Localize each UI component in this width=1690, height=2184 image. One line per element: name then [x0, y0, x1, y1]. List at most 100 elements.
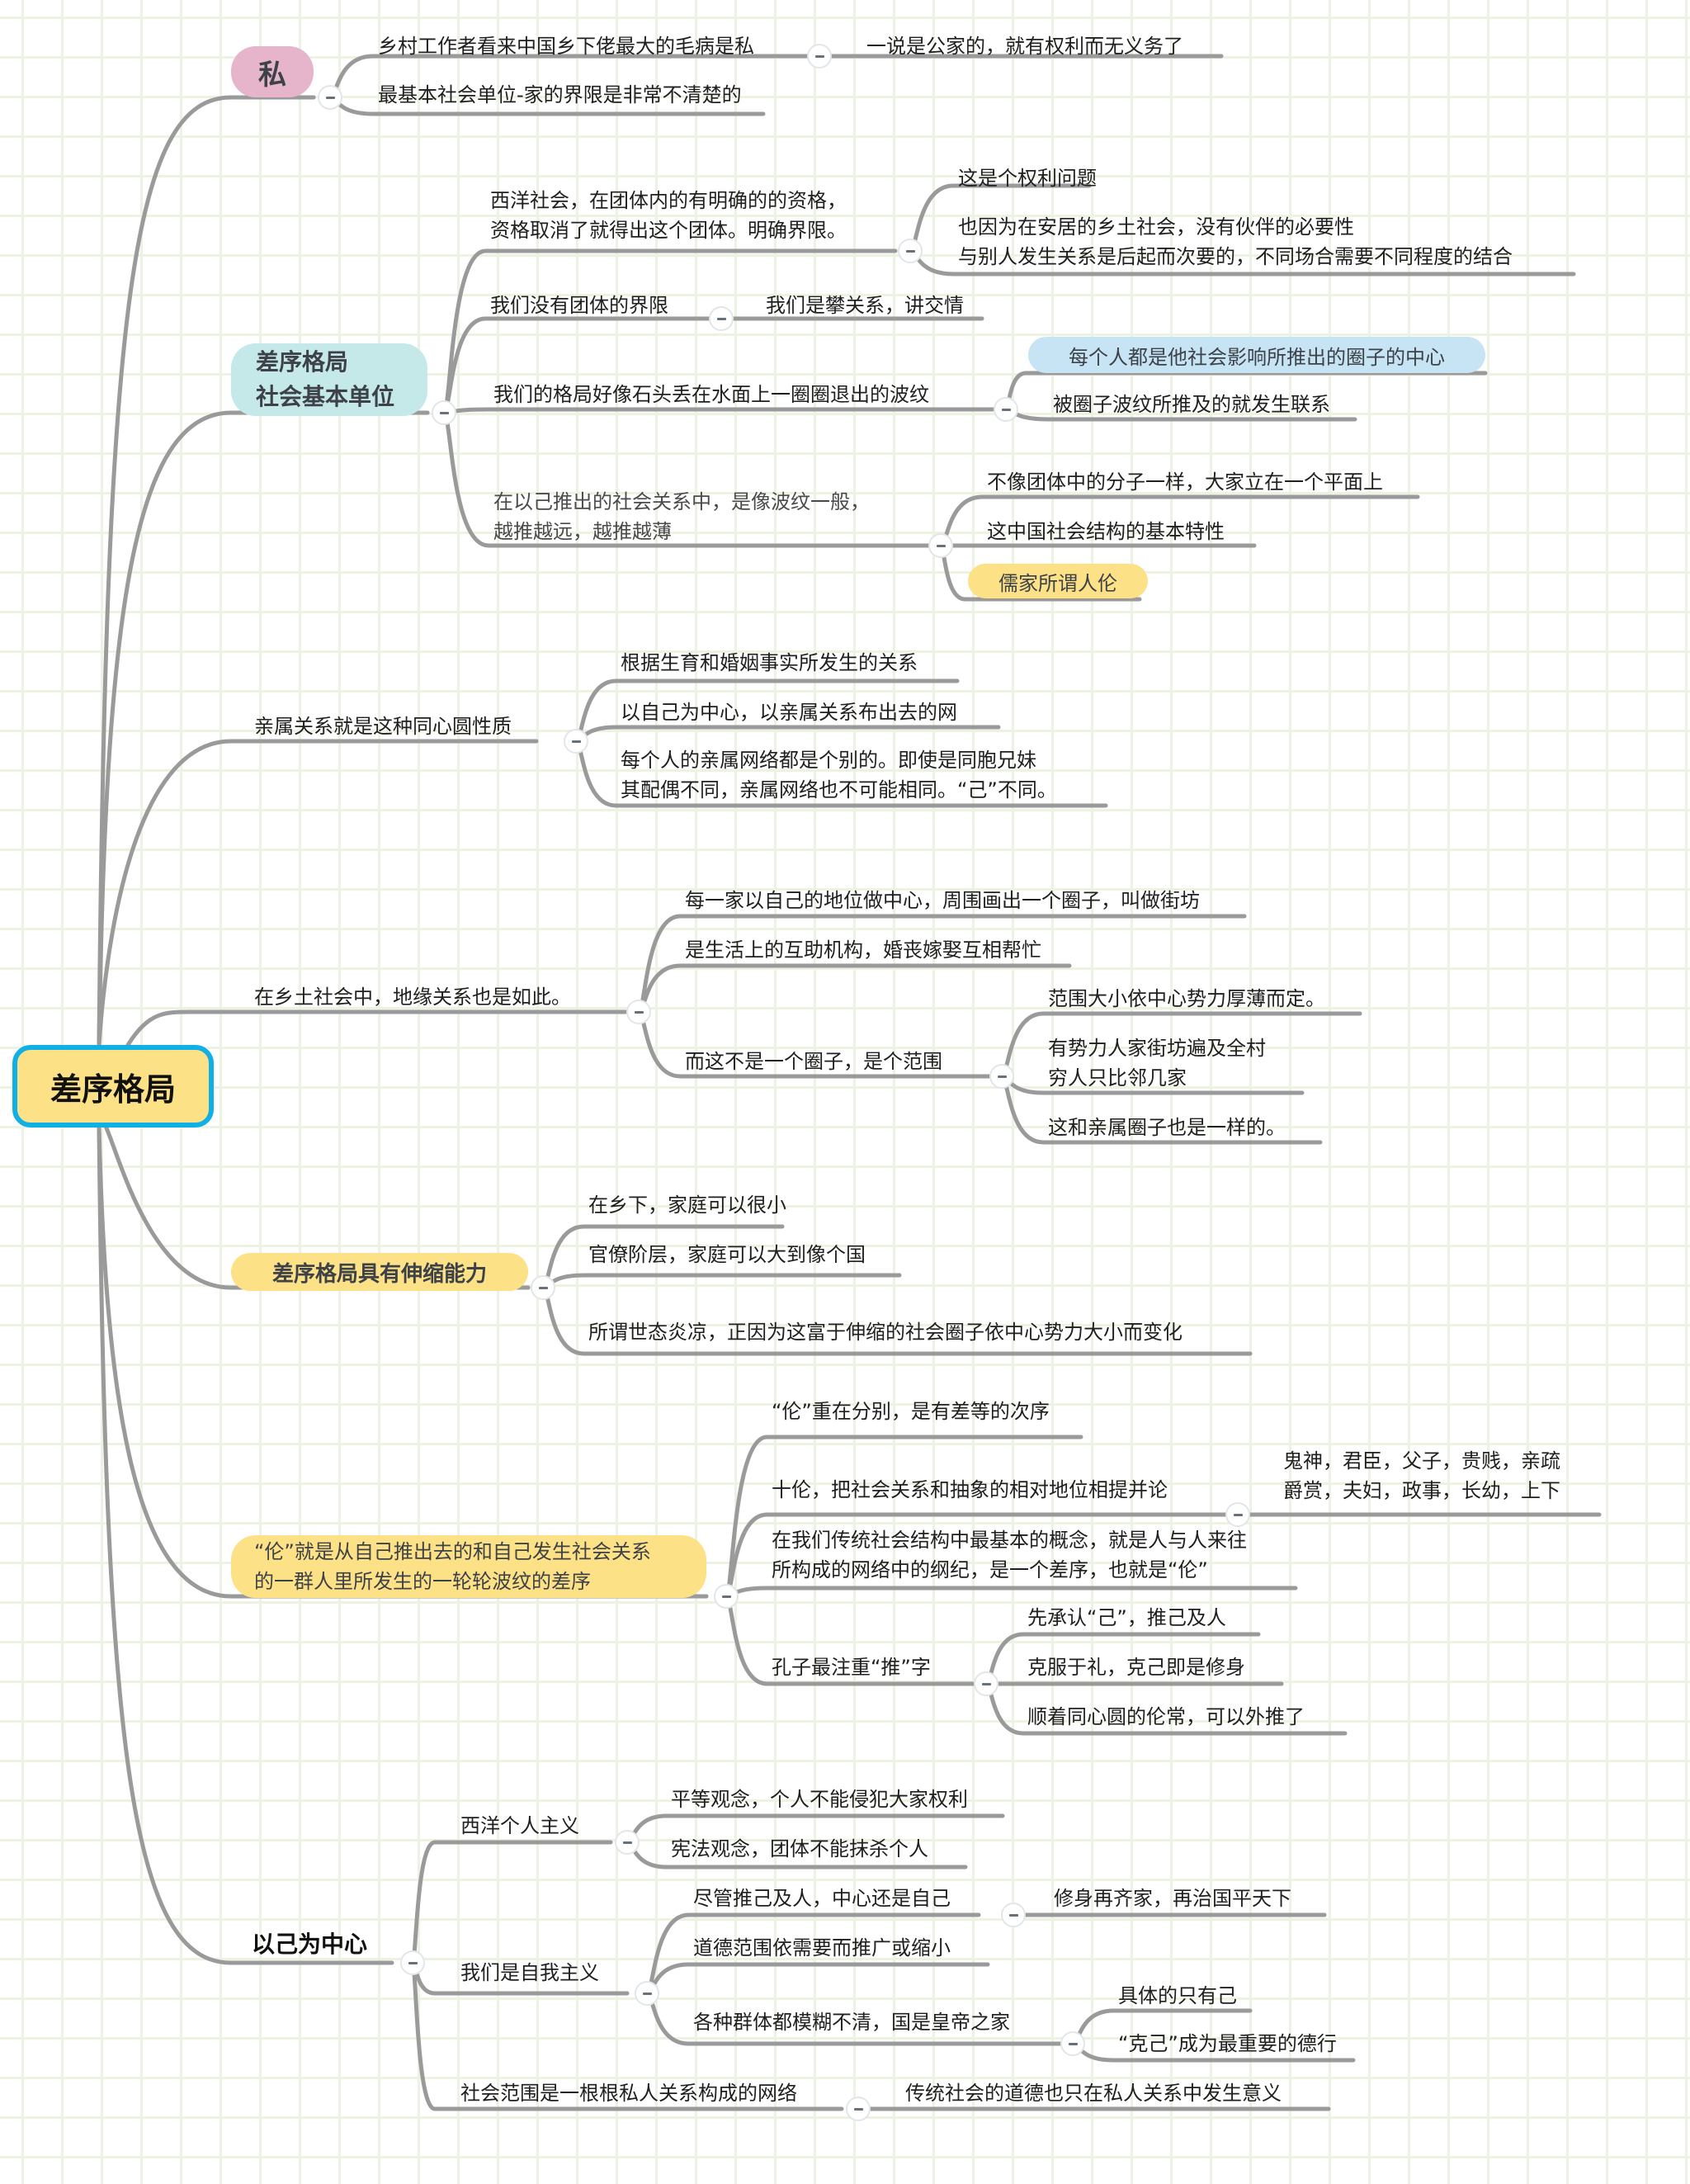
collapse-button-unit-item3[interactable]	[994, 397, 1018, 422]
collapse-button-unit[interactable]	[432, 400, 456, 425]
geo-item-3-child-1[interactable]: 范围大小依中心势力厚薄而定。	[1048, 987, 1325, 1010]
elastic-item-3[interactable]: 所谓世态炎凉，正因为这富于伸缩的社会圈子依中心势力大小而变化	[588, 1321, 1183, 1344]
self-item-1-child-1[interactable]: 平等观念，个人不能侵犯大家权利	[671, 1788, 968, 1811]
topic-self[interactable]: 以己为中心	[252, 1931, 368, 1958]
self-item2-link-2	[644, 1962, 990, 1996]
self-item-3-child[interactable]: 传统社会的道德也只在私人关系中发生意义	[905, 2082, 1282, 2105]
unit-item-2[interactable]: 我们没有团体的界限	[490, 294, 668, 317]
collapse-button-geo-item3[interactable]	[989, 1064, 1014, 1089]
trunk-link-self	[97, 1125, 394, 1965]
self-item-2-child-3[interactable]: 各种群体都模糊不清，国是皇帝之家	[693, 2011, 1010, 2034]
unit-item-4-child-3[interactable]: 儒家所谓人伦	[968, 564, 1148, 598]
unit-item-1-line1[interactable]: 西洋社会，在团体内的有明确的的资格，	[490, 189, 847, 212]
lun-item-2[interactable]: 十伦，把社会关系和抽象的相对地位相提并论	[772, 1478, 1168, 1501]
collapse-button-unit-item4[interactable]	[928, 533, 953, 558]
lun-item-3-line2[interactable]: 所构成的网络中的纲纪，是一个差序，也就是“伦”	[772, 1558, 1208, 1581]
topic-lun-label-1: “伦”就是从自己推出去的和自己发生社会关系	[254, 1540, 651, 1563]
kin-item-3-line1[interactable]: 每个人的亲属网络都是个别的。即使是同胞兄妹	[621, 749, 1036, 772]
lun-item-1[interactable]: “伦”重在分别，是有差等的次序	[772, 1400, 1050, 1423]
unit-item-1-line2[interactable]: 资格取消了就得出这个团体。明确界限。	[490, 219, 847, 242]
collapse-button-lun-item2[interactable]	[1225, 1502, 1250, 1527]
collapse-button-lun[interactable]	[714, 1584, 739, 1609]
unit-item-4-child-1[interactable]: 不像团体中的分子一样，大家立在一个平面上	[987, 470, 1383, 494]
trunk-link-geo	[125, 1009, 628, 1047]
unit-item-4-child-3-label: 儒家所谓人伦	[998, 571, 1117, 595]
trunk-link-unit	[97, 410, 430, 1047]
self-link-1	[410, 1840, 613, 1965]
collapse-button-geo[interactable]	[626, 1000, 651, 1024]
collapse-button-self-item3[interactable]	[846, 2097, 871, 2121]
self-item-2-child-3-child-1[interactable]: 具体的只有己	[1118, 1984, 1237, 2007]
collapse-button-unit-item2[interactable]	[709, 306, 734, 331]
topic-geo[interactable]: 在乡土社会中，地缘关系也是如此。	[254, 986, 571, 1009]
topic-si-label: 私	[258, 58, 286, 92]
unit-item-3[interactable]: 我们的格局好像石头丢在水面上一圈圈退出的波纹	[493, 383, 929, 406]
unit-link-3	[441, 407, 1006, 415]
self-item-3[interactable]: 社会范围是一根根私人关系构成的网络	[460, 2082, 797, 2105]
self-item-2[interactable]: 我们是自我主义	[460, 1961, 599, 1984]
topic-elastic[interactable]: 差序格局具有伸缩能力	[231, 1253, 528, 1291]
self-item-2-child-2[interactable]: 道德范围依需要而推广或缩小	[693, 1936, 951, 1959]
si-item-1[interactable]: 乡村工作者看来中国乡下佬最大的毛病是私	[378, 35, 754, 58]
self-item-1[interactable]: 西洋个人主义	[460, 1814, 579, 1837]
collapse-button-kin[interactable]	[564, 729, 588, 754]
root-label: 差序格局	[50, 1071, 176, 1108]
collapse-button-unit-item1[interactable]	[898, 239, 923, 263]
lun-item-2-child-line2[interactable]: 爵赏，夫妇，政事，长幼，上下	[1283, 1479, 1560, 1502]
si-item-2[interactable]: 最基本社会单位-家的界限是非常不清楚的	[378, 83, 742, 106]
lun-link-3	[724, 1586, 1298, 1599]
trunk-link-lun	[97, 1125, 709, 1599]
unit-item-3-child-1-label: 每个人都是他社会影响所推出的圈子的中心	[1069, 345, 1445, 369]
kin-item-1[interactable]: 根据生育和婚姻事实所发生的关系	[621, 651, 918, 674]
trunk-link-si	[97, 95, 316, 1047]
topic-lun[interactable]: “伦”就是从自己推出去的和自己发生社会关系 的一群人里所发生的一轮轮波纹的差序	[231, 1535, 706, 1598]
geo-item-2[interactable]: 是生活上的互助机构，婚丧嫁娶互相帮忙	[685, 938, 1041, 962]
collapse-button-si[interactable]	[318, 85, 342, 110]
self-item-2-child-3-child-2[interactable]: “克己”成为最重要的德行	[1118, 2032, 1337, 2055]
unit-item-4-line2[interactable]: 越推越远，越推越薄	[493, 520, 672, 543]
unit-item-1-child-2-line2[interactable]: 与别人发生关系是后起而次要的，不同场合需要不同程度的结合	[958, 245, 1513, 268]
unit-item-4-child-2[interactable]: 这中国社会结构的基本特性	[987, 520, 1225, 543]
lun-item-4-child-1[interactable]: 先承认“己”，推己及人	[1027, 1606, 1226, 1629]
si-item-1-child[interactable]: 一说是公家的，就有权利而无义务了	[866, 35, 1183, 58]
lun-item-2-child-line1[interactable]: 鬼神，君臣，父子，贵贱，亲疏	[1283, 1449, 1560, 1473]
topic-elastic-label: 差序格局具有伸缩能力	[271, 1261, 487, 1287]
unit-item-4-line1[interactable]: 在以己推出的社会关系中，是像波纹一般，	[493, 490, 870, 513]
collapse-button-self[interactable]	[400, 1950, 425, 1975]
collapse-button-si-item1[interactable]	[807, 44, 832, 69]
trunk-link-kin	[97, 739, 539, 1047]
self-item-1-child-2[interactable]: 宪法观念，团体不能抹杀个人	[671, 1837, 928, 1860]
geo-item-3[interactable]: 而这不是一个圈子，是个范围	[685, 1050, 942, 1073]
unit-item-1-child-1[interactable]: 这是个权利问题	[958, 167, 1097, 190]
elastic-item-2[interactable]: 官僚阶层，家庭可以大到像个国	[588, 1243, 866, 1266]
geo-item-3-child-3[interactable]: 这和亲属圈子也是一样的。	[1048, 1116, 1286, 1139]
collapse-button-lun-item4[interactable]	[974, 1671, 998, 1696]
unit-item-3-child-2[interactable]: 被圈子波纹所推及的就发生联系	[1053, 393, 1330, 416]
lun-item-4[interactable]: 孔子最注重“推”字	[772, 1656, 931, 1679]
topic-unit-label-2: 社会基本单位	[256, 383, 395, 410]
kin-item-3-line2[interactable]: 其配偶不同，亲属网络也不可能相同。“己”不同。	[621, 778, 1057, 801]
topic-unit[interactable]: 差序格局 社会基本单位	[231, 343, 427, 416]
geo-item-3-child-2-line2[interactable]: 穷人只比邻几家	[1048, 1066, 1187, 1090]
collapse-button-self-item2-child3[interactable]	[1060, 2031, 1085, 2056]
self-item-2-child-1[interactable]: 尽管推己及人，中心还是自己	[693, 1887, 951, 1910]
topic-kin[interactable]: 亲属关系就是这种同心圆性质	[254, 715, 512, 738]
kin-item-2[interactable]: 以自己为中心，以亲属关系布出去的网	[621, 701, 957, 724]
lun-item-4-child-3[interactable]: 顺着同心圆的伦常，可以外推了	[1027, 1705, 1305, 1728]
unit-item-3-child-1[interactable]: 每个人都是他社会影响所推出的圈子的中心	[1028, 337, 1485, 373]
geo-item-3-child-2-line1[interactable]: 有势力人家街坊遍及全村	[1048, 1037, 1266, 1060]
collapse-button-self-item2[interactable]	[635, 1981, 659, 2006]
self-item-2-child-1-child[interactable]: 修身再齐家，再治国平天下	[1054, 1887, 1291, 1910]
root-node[interactable]: 差序格局	[12, 1045, 214, 1127]
unit-item-1-child-2-line1[interactable]: 也因为在安居的乡土社会，没有伙伴的必要性	[958, 215, 1354, 239]
geo-item-1[interactable]: 每一家以自己的地位做中心，周围画出一个圈子，叫做街坊	[685, 889, 1200, 912]
collapse-button-self-item1[interactable]	[615, 1830, 640, 1855]
elastic-item-1[interactable]: 在乡下，家庭可以很小	[588, 1194, 786, 1217]
lun-item-3-line1[interactable]: 在我们传统社会结构中最基本的概念，就是人与人来往	[772, 1529, 1247, 1552]
collapse-button-elastic[interactable]	[531, 1275, 555, 1300]
topic-si[interactable]: 私	[231, 46, 314, 97]
elastic-link-2	[541, 1273, 902, 1290]
collapse-button-self-item2-child1[interactable]	[1001, 1903, 1026, 1927]
unit-item-2-child[interactable]: 我们是攀关系，讲交情	[766, 294, 964, 317]
lun-item-4-child-2[interactable]: 克服于礼，克己即是修身	[1027, 1656, 1245, 1679]
